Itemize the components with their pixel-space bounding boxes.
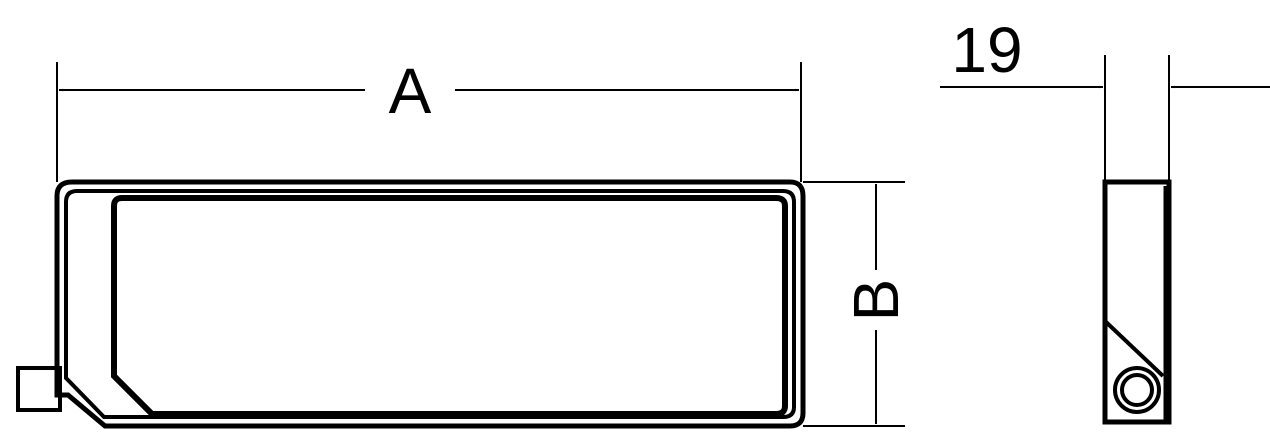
inner-outline [64,189,796,419]
side-outline [1102,179,1172,425]
outer-outline [54,179,806,429]
front-view [16,179,806,429]
dimension-b-label: B [840,279,912,322]
side-view [1102,179,1172,425]
dimension-a [56,62,802,182]
dimension-a-label: A [389,55,432,127]
lens-panel [111,195,788,417]
dimension-depth [940,55,1270,182]
side-chamfer [1104,320,1165,378]
connector-tab [16,366,62,412]
dimension-depth-label: 19 [951,14,1022,86]
side-connector-circle [1113,366,1161,414]
dimension-b [803,181,905,427]
